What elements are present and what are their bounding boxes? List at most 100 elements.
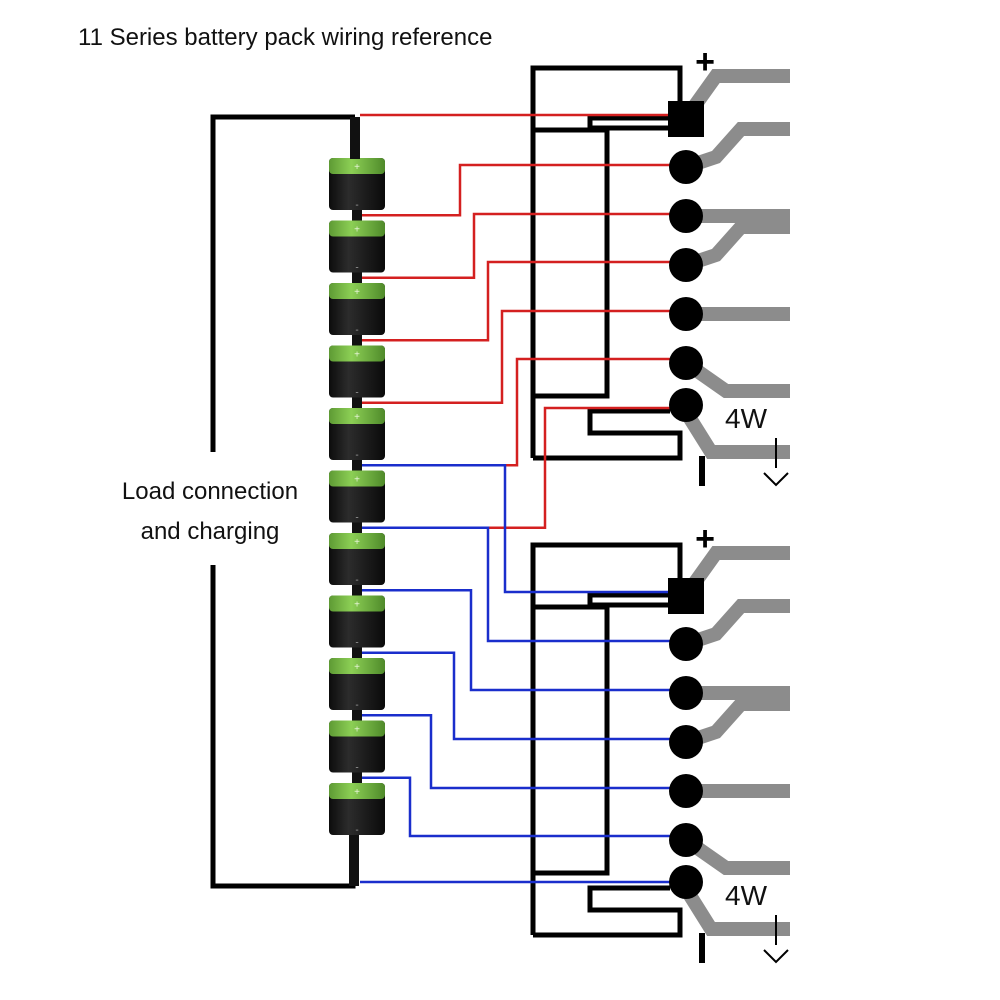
- balance-pin: [669, 676, 703, 710]
- battery-top: [329, 220, 385, 237]
- cell-interconnect: [352, 335, 362, 346]
- ground-trace: [680, 408, 790, 459]
- battery-cell: +-: [329, 720, 385, 774]
- battery-cell: +-: [329, 408, 385, 461]
- connector-pins: [668, 101, 705, 963]
- red-wire: [360, 163, 686, 217]
- battery-cell: +-: [329, 533, 385, 586]
- battery-top: [329, 470, 385, 487]
- positive-terminal-symbol: +: [354, 412, 360, 423]
- balance-pin: [669, 627, 703, 661]
- negative-terminal-symbol: -: [355, 450, 358, 461]
- blue-wire: [360, 526, 686, 643]
- positive-terminal-symbol: +: [354, 475, 360, 486]
- battery-top: [329, 158, 385, 174]
- ground-arrow-icon: [763, 915, 789, 964]
- blue-wire: [360, 651, 686, 741]
- positive-terminal-symbol: +: [354, 350, 360, 361]
- connector-frame-lower: [533, 885, 683, 938]
- battery-cell: +-: [329, 158, 385, 211]
- cell-interconnect: [352, 460, 362, 471]
- positive-terminal-symbol: +: [354, 787, 360, 798]
- red-wire: [360, 260, 686, 342]
- battery-cell: +-: [329, 220, 385, 274]
- balance-wires: [360, 113, 686, 884]
- battery-top: [329, 783, 385, 799]
- positive-terminal-symbol: +: [354, 287, 360, 298]
- balance-pin: [669, 823, 703, 857]
- positive-terminal-symbol: +: [354, 662, 360, 673]
- battery-top: [329, 408, 385, 424]
- plus-label: +: [695, 520, 715, 558]
- cell-interconnect: [352, 772, 362, 783]
- cell-interconnect: [352, 210, 362, 221]
- balance-pin: [669, 297, 703, 331]
- balance-pin: [669, 346, 703, 380]
- balance-pin: [669, 725, 703, 759]
- battery-cell: +-: [329, 783, 385, 836]
- balance-pin: [669, 150, 703, 184]
- red-wire: [360, 406, 686, 529]
- negative-terminal-symbol: -: [355, 825, 358, 836]
- ground-tick: [699, 933, 705, 963]
- negative-terminal-symbol: -: [355, 513, 358, 524]
- balance-pin: [669, 248, 703, 282]
- power-label: 4W: [725, 403, 768, 434]
- battery-top: [329, 345, 385, 362]
- positive-terminal-symbol: +: [354, 162, 360, 173]
- positive-terminal-symbol: +: [354, 537, 360, 548]
- load-connection-label: Load connection and charging: [100, 472, 320, 552]
- battery-top: [329, 658, 385, 674]
- cell-interconnect: [352, 647, 362, 658]
- positive-pin-square: [668, 578, 704, 614]
- blue-wire: [360, 464, 686, 594]
- battery-cell: +-: [329, 345, 385, 399]
- balance-pin: [669, 199, 703, 233]
- top-lead: [350, 117, 360, 159]
- battery-top: [329, 720, 385, 737]
- power-label: 4W: [725, 880, 768, 911]
- negative-terminal-symbol: -: [355, 638, 358, 649]
- load-label-line1: Load connection: [121, 478, 299, 505]
- diagram-title: 11 Series battery pack wiring reference: [78, 24, 493, 51]
- plus-label: +: [695, 43, 715, 81]
- negative-terminal-symbol: -: [355, 388, 358, 399]
- connector-frame-lower: [533, 408, 683, 461]
- negative-terminal-symbol: -: [355, 575, 358, 586]
- positive-terminal-symbol: +: [354, 600, 360, 611]
- cell-interconnect: [352, 397, 362, 408]
- battery-cell: +-: [329, 595, 385, 649]
- connector-frames: [530, 65, 683, 938]
- bottom-lead: [349, 835, 359, 886]
- negative-terminal-symbol: -: [355, 200, 358, 211]
- battery-cell: +-: [329, 283, 385, 336]
- blue-wire: [360, 714, 686, 790]
- red-wire: [360, 309, 686, 404]
- ground-tick: [699, 456, 705, 486]
- cell-interconnect: [352, 710, 362, 721]
- balance-pin: [669, 774, 703, 808]
- ground-arrow-icon: [763, 438, 789, 487]
- cell-interconnect: [352, 522, 362, 533]
- red-wire: [360, 212, 686, 279]
- battery-stack: +-+-+-+-+-+-+-+-+-+-+-: [329, 117, 385, 886]
- load-loop-top: [210, 114, 355, 452]
- balance-pin: [669, 388, 703, 422]
- blue-wire: [360, 589, 686, 692]
- positive-terminal-symbol: +: [354, 225, 360, 236]
- ground-trace: [680, 885, 790, 936]
- negative-terminal-symbol: -: [355, 700, 358, 711]
- battery-top: [329, 283, 385, 299]
- battery-cell: +-: [329, 470, 385, 524]
- positive-terminal-symbol: +: [354, 725, 360, 736]
- battery-cell: +-: [329, 658, 385, 711]
- negative-terminal-symbol: -: [355, 325, 358, 336]
- cell-interconnect: [352, 585, 362, 596]
- cell-interconnect: [352, 272, 362, 283]
- balance-pin: [669, 865, 703, 899]
- positive-pin-square: [668, 101, 704, 137]
- battery-top: [329, 595, 385, 612]
- load-label-line2: and charging: [140, 518, 280, 545]
- pcb-traces: [680, 69, 790, 936]
